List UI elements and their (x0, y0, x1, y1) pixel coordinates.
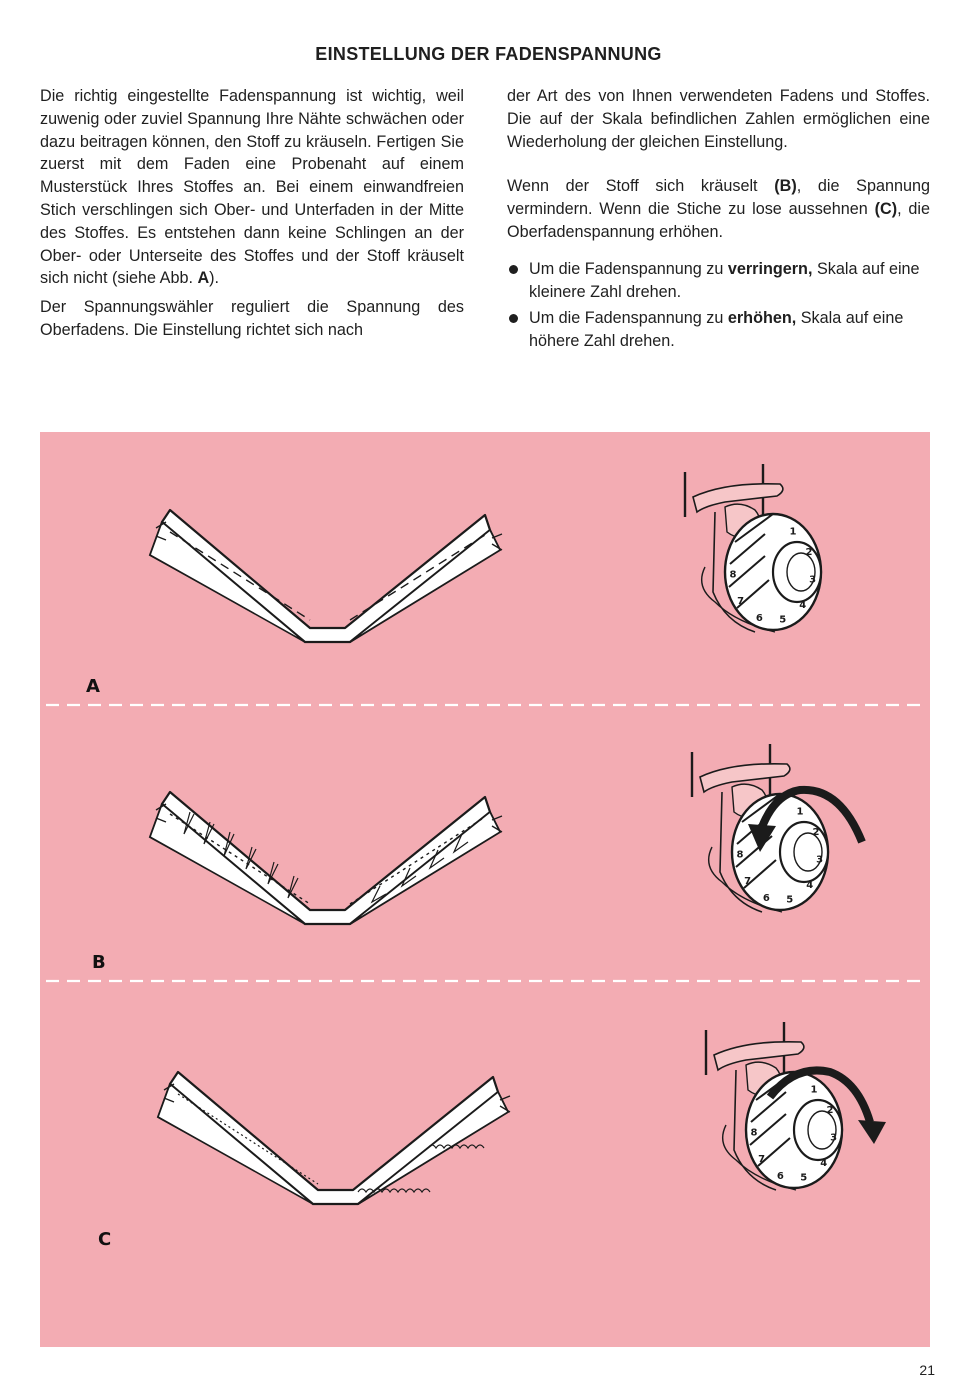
dial-number: 2 (813, 827, 820, 838)
dial-number: 5 (779, 615, 786, 626)
left-text-column: Die richtig eingestellte Fadenspannung i… (40, 85, 464, 342)
dial-numbers-a: 12 3 4 5 6 7 8 (730, 526, 817, 625)
dial-number: 8 (751, 1128, 758, 1139)
dial-number: 8 (737, 850, 744, 861)
dial-number: 1 (811, 1084, 818, 1095)
figure-ref-b: (B) (774, 177, 797, 196)
figure-ref-c: (C) (874, 200, 898, 219)
dial-number: 4 (799, 600, 806, 611)
bullet-icon (509, 314, 518, 324)
dial-number: 2 (827, 1105, 834, 1116)
adjustment-paragraph: Wenn der Stoff sich kräuselt (B), die Sp… (507, 177, 931, 241)
dial-number: 3 (830, 1133, 837, 1144)
dial-number: 8 (730, 570, 737, 581)
dial-number: 5 (800, 1173, 807, 1184)
continuation-paragraph: der Art des von Ihnen verwendeten Fadens… (507, 87, 930, 151)
bullet-increase: Um die Fadenspannung zu erhöhen, Skala a… (507, 307, 930, 353)
fabric-sample-c (156, 1070, 511, 1206)
dial-numbers-b: 12 3 4 5 6 7 8 (737, 806, 824, 905)
page-number: 21 (919, 1362, 935, 1378)
dial-numbers-c: 12 3 4 5 6 7 8 (751, 1084, 838, 1183)
dial-number: 2 (806, 547, 813, 558)
tension-selector-paragraph: Der Spannungswähler reguliert die Spannu… (40, 298, 464, 339)
figure-ref-a: A (197, 269, 210, 288)
dial-number: 6 (756, 613, 763, 624)
dial-number: 1 (790, 526, 797, 537)
page-title: EINSTELLUNG DER FADENSPANNUNG (315, 44, 662, 64)
fabric-sample-a (148, 508, 503, 644)
dial-number: 7 (737, 596, 744, 607)
dial-number: 4 (820, 1158, 827, 1169)
dial-number: 3 (809, 575, 816, 586)
instruction-list: Um die Fadenspannung zu verringern, Skal… (507, 258, 930, 353)
intro-paragraph: Die richtig eingestellte Fadenspannung i… (40, 87, 464, 288)
dial-number: 3 (816, 855, 823, 866)
dial-number: 7 (758, 1154, 765, 1165)
arrow-decrease-icon (748, 785, 866, 852)
right-text-column: der Art des von Ihnen verwendeten Fadens… (507, 85, 930, 357)
dial-number: 7 (744, 876, 751, 887)
dial-number: 6 (763, 893, 770, 904)
bullet-decrease: Um die Fadenspannung zu verringern, Skal… (507, 258, 930, 304)
panel-label-c: C (98, 1229, 112, 1250)
dial-number: 4 (806, 880, 813, 891)
dial-number: 1 (797, 806, 804, 817)
bullet-icon (509, 264, 518, 274)
dial-number: 6 (777, 1171, 784, 1182)
arrow-increase-icon (766, 1066, 886, 1144)
dial-number: 5 (786, 895, 793, 906)
panel-label-a: A (86, 676, 100, 697)
panel-label-b: B (92, 952, 106, 973)
fabric-sample-b (148, 790, 503, 926)
